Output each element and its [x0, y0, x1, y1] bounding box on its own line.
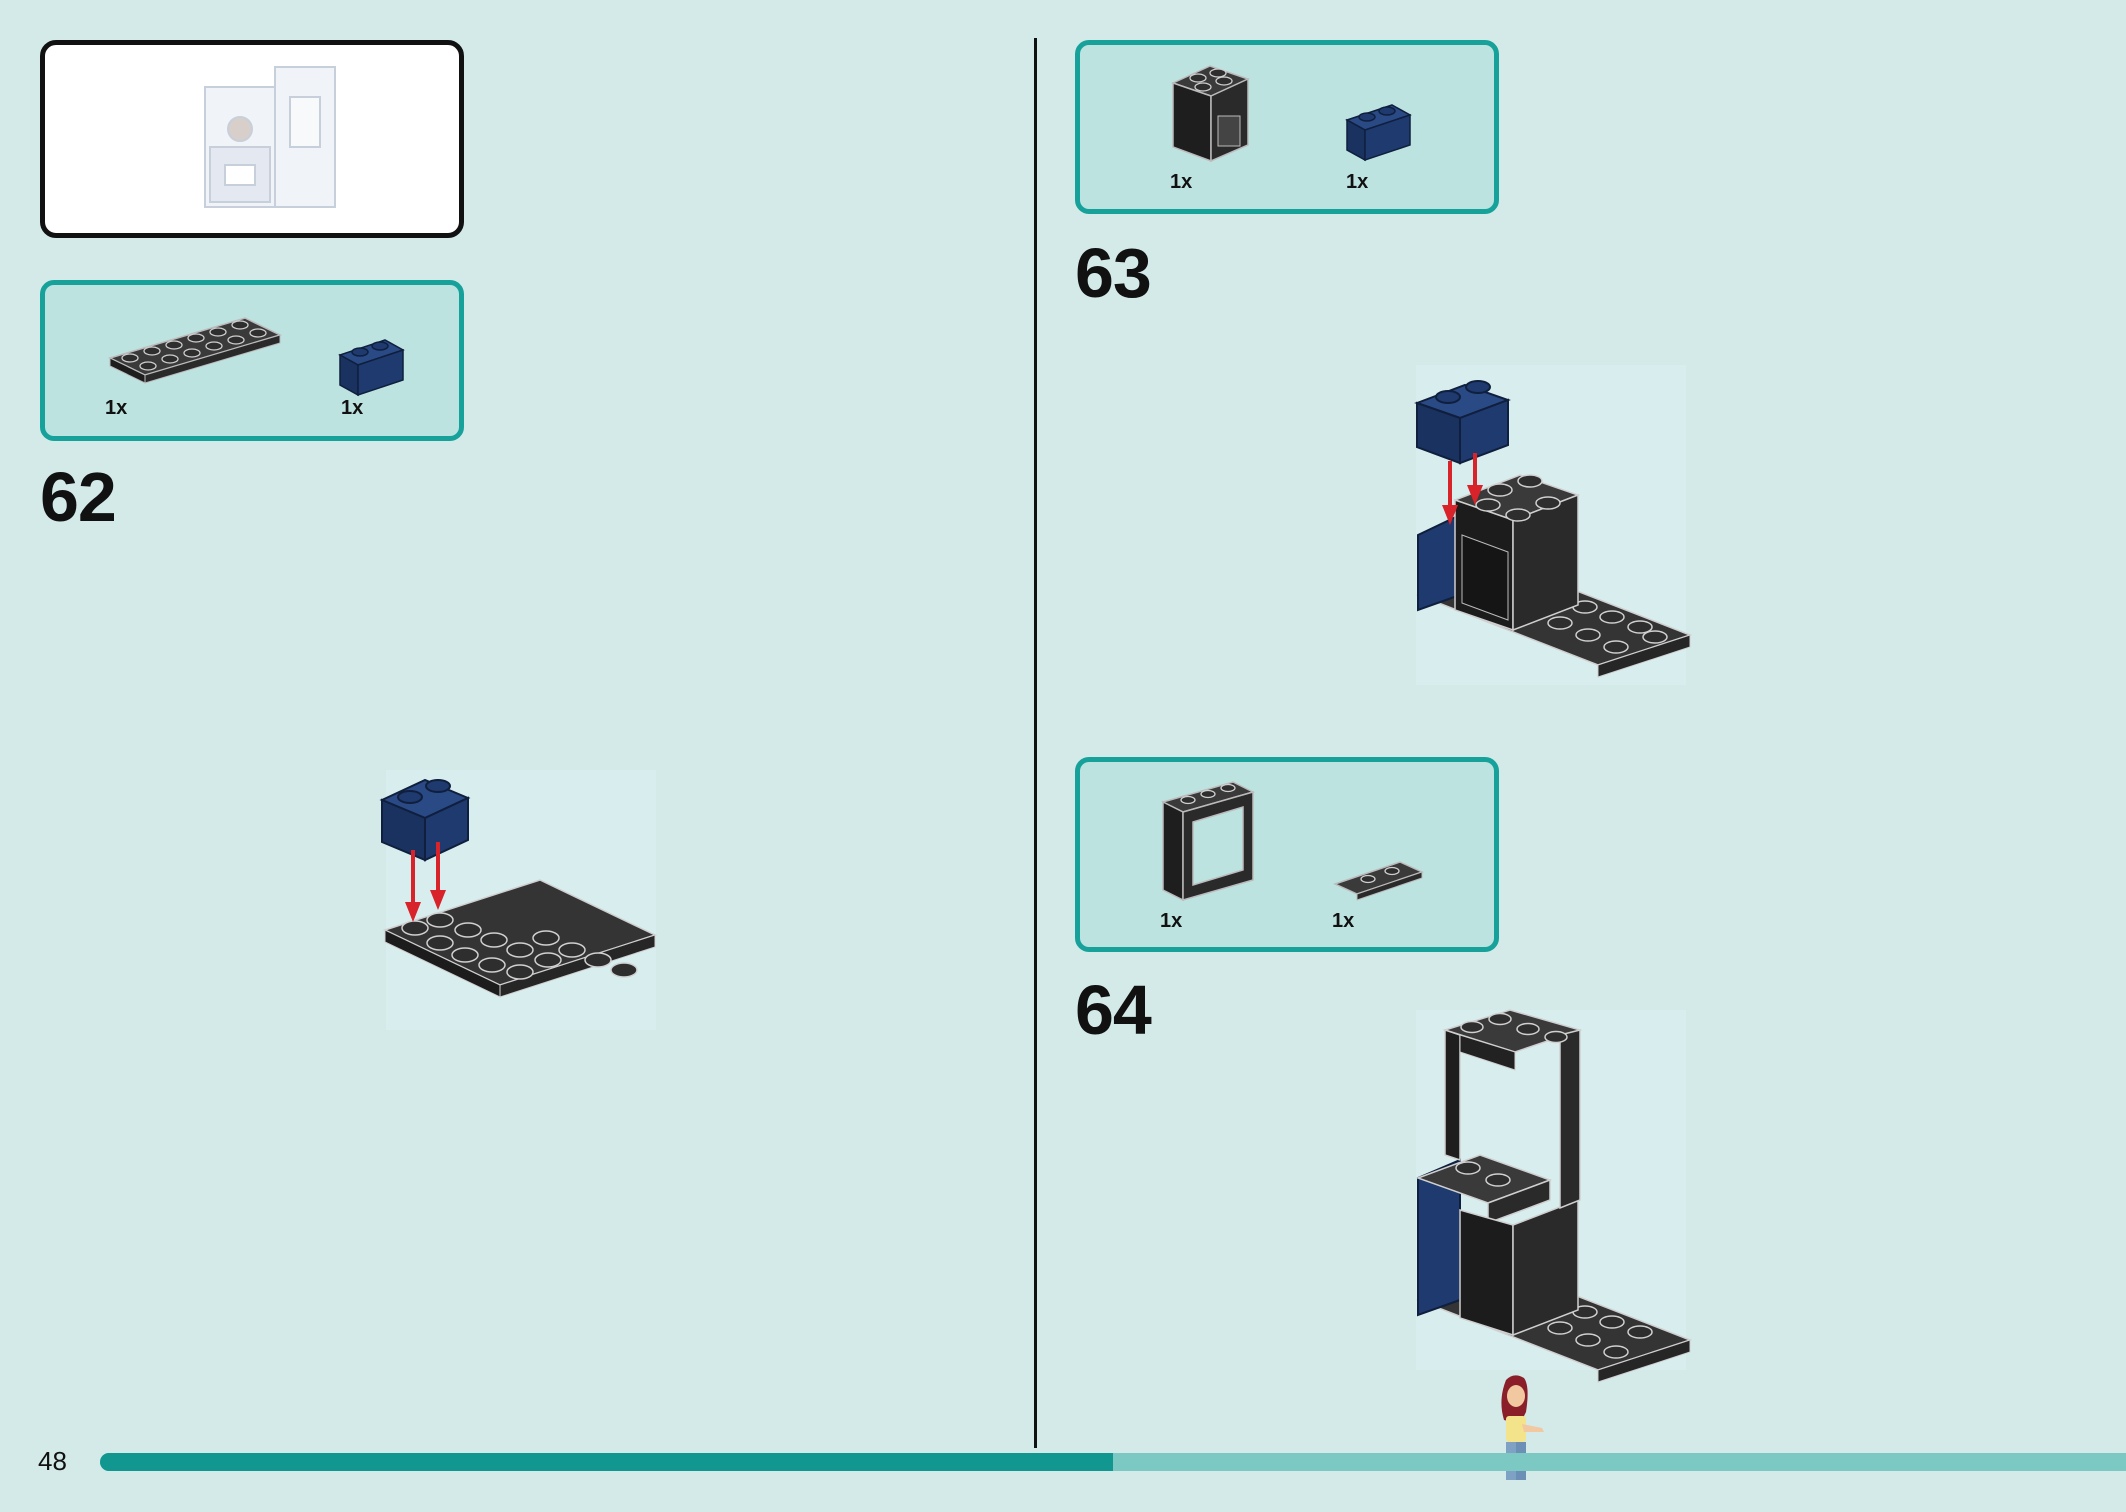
page-number: 48 [38, 1446, 67, 1476]
step-64-part-1-qty: 1x [1160, 910, 1183, 932]
step-63-number: 63 [1075, 234, 1152, 312]
step-62-part-1-qty: 1x [105, 397, 128, 419]
step-62-part-2-qty: 1x [341, 397, 364, 419]
black-plate-1x2-icon [1332, 861, 1425, 901]
submodel-preview-box [40, 40, 464, 238]
blue-brick-1x2-icon [1345, 104, 1412, 162]
submodel-preview-image [204, 66, 336, 208]
step-62-parts-box: 1x 1x [40, 280, 464, 441]
black-plate-2x6-icon [107, 317, 283, 384]
step-62-build-illustration [379, 770, 658, 1030]
step-64-number: 64 [1075, 971, 1152, 1049]
step-63-part-2-qty: 1x [1346, 171, 1369, 193]
progress-bar-fill [100, 1453, 1113, 1471]
step-63-parts-box: 1x 1x [1075, 40, 1499, 214]
black-window-frame-icon [1160, 781, 1256, 902]
progress-bar [100, 1453, 2126, 1471]
step-64-parts-box: 1x 1x [1075, 757, 1499, 952]
step-63-build-illustration [1414, 365, 1693, 685]
step-64-build-illustration [1415, 1009, 1693, 1383]
step-62-number: 62 [40, 458, 117, 536]
page-divider [1034, 38, 1037, 1448]
step-63-part-1-qty: 1x [1170, 171, 1193, 193]
black-bracket-2x2-icon [1170, 65, 1251, 163]
step-64-part-2-qty: 1x [1332, 910, 1355, 932]
blue-brick-1x2-icon [338, 339, 405, 397]
